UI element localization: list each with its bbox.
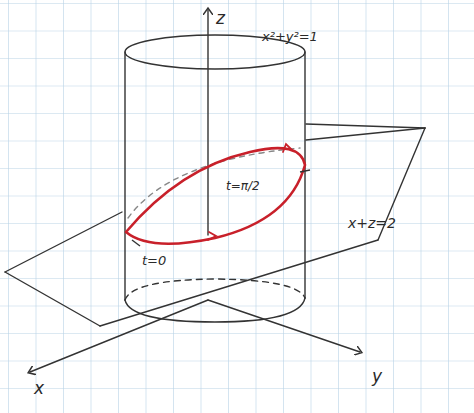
equation-label: x²+y²=1 [262,30,318,43]
axis-label: z [216,10,225,27]
equation-label: x+z=2 [348,216,396,230]
tick-marks [132,170,310,246]
axis-label: y [372,368,382,385]
parameter-label: t=π/2 [226,180,260,192]
parameter-label: t=0 [142,254,166,267]
intersection-curve [126,144,305,244]
axis-label: x [34,380,44,397]
sketch-lines [5,10,425,372]
